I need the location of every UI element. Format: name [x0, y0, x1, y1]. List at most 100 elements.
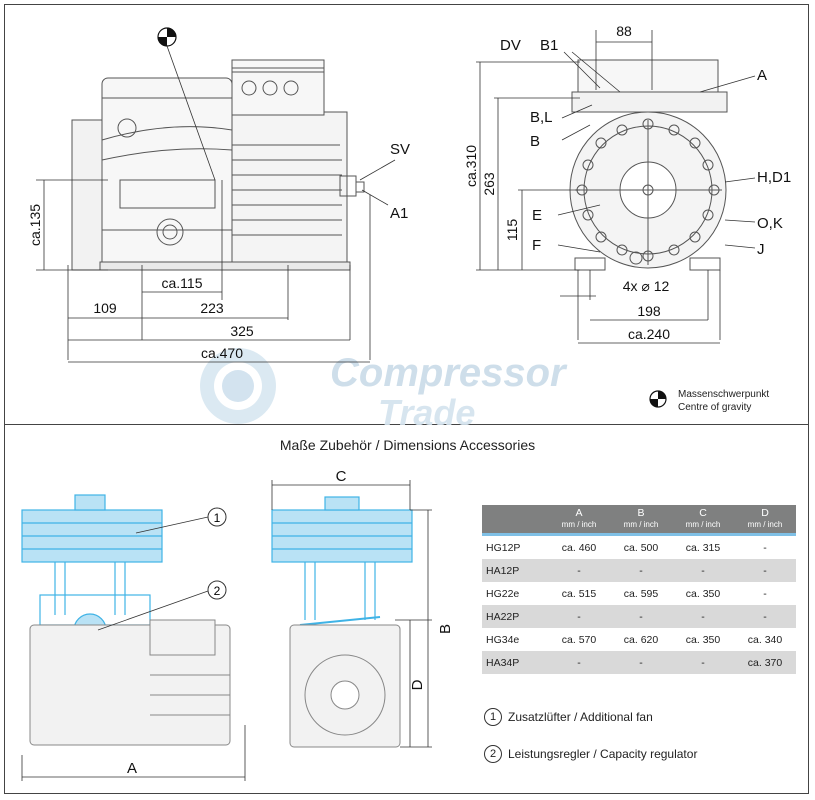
table-cell-d: ca. 340 [747, 633, 783, 646]
table-header-b-label: B [637, 507, 645, 519]
table-cell-b: - [610, 559, 672, 582]
label-f: F [532, 237, 541, 254]
table-cell-d: - [734, 605, 796, 628]
centre-of-gravity-marker [157, 27, 216, 181]
label-a1: A1 [390, 205, 408, 222]
table-cell-b: ca. 620 [623, 633, 659, 646]
table-cell-c: ca. 350 [685, 587, 721, 600]
table-cell-c: - [672, 605, 734, 628]
cog-legend: Massenschwerpunkt Centre of gravity [678, 388, 769, 414]
accessory-front-compressor [289, 624, 401, 748]
table-cell-model: HG34e [486, 633, 520, 646]
table-cell-model: HA12P [482, 559, 548, 582]
dim-ca115: ca.115 [162, 275, 203, 291]
accessory-side-view [21, 494, 163, 647]
table-cell-d: ca. 370 [734, 651, 796, 674]
front-view-compressor [569, 59, 728, 271]
acc-label-c: C [336, 468, 347, 485]
table-header-c-unit: mm / inch [685, 520, 721, 529]
dim-88: 88 [616, 23, 632, 39]
label-b-l: B,L [530, 109, 553, 126]
watermark-text-1: Compressor [330, 351, 568, 395]
callout-1: 1 [214, 511, 221, 525]
watermark-text-2: Trade [378, 392, 475, 425]
legend-text-1: Zusatzlüfter / Additional fan [508, 710, 653, 724]
table-row: HA22P - - - - [482, 605, 796, 628]
callout-2: 2 [214, 584, 221, 598]
label-h-d1: H,D1 [757, 169, 791, 186]
table-row: HG12P ca. 460 ca. 500 ca. 315 - [482, 533, 796, 559]
acc-label-a: A [127, 760, 137, 777]
table-header-a-label: A [575, 507, 583, 519]
dim-ca240: ca.240 [628, 326, 670, 342]
legend-item-capacity-regulator: 2 Leistungsregler / Capacity regulator [484, 745, 697, 763]
table-cell-model: HA22P [482, 605, 548, 628]
table-cell-c: ca. 315 [672, 533, 734, 559]
dim-holes: 4x ⌀ 12 [623, 278, 670, 294]
label-b: B [530, 133, 540, 150]
outer-frame [4, 4, 809, 794]
table-row: HA12P - - - - [482, 559, 796, 582]
table-cell-a: - [548, 559, 610, 582]
table-row: HG34e ca. 570 ca. 620 ca. 350 ca. 340 [482, 628, 796, 651]
callout-2-circle [207, 580, 227, 600]
label-e: E [532, 207, 542, 224]
acc-label-d: D [409, 679, 426, 690]
table-cell-b: ca. 595 [623, 587, 659, 600]
table-cell-a: ca. 570 [561, 633, 597, 646]
table-header-d-label: D [761, 507, 769, 519]
table-cell-d: - [763, 587, 767, 600]
table-row: HA34P - - - ca. 370 [482, 651, 796, 674]
accessories-drawing: A 1 2 C B D [21, 468, 454, 781]
label-b1: B1 [540, 37, 558, 54]
dim-115: 115 [504, 219, 520, 242]
table-header-d-unit: mm / inch [747, 520, 783, 529]
table-header-a-unit: mm / inch [561, 520, 597, 529]
legend-item-additional-fan: 1 Zusatzlüfter / Additional fan [484, 708, 653, 726]
label-j: J [757, 241, 765, 258]
table-cell-model: HG22e [486, 587, 520, 600]
table-cell-b: ca. 500 [610, 533, 672, 559]
label-dv: DV [500, 37, 521, 54]
label-sv: SV [390, 141, 410, 158]
table-cell-c: - [672, 651, 734, 674]
table-cell-c: ca. 350 [685, 633, 721, 646]
cog-legend-en: Centre of gravity [678, 402, 752, 413]
table-cell-a: ca. 460 [548, 533, 610, 559]
front-view-dimension-lines [476, 30, 756, 344]
table-cell-b: - [610, 651, 672, 674]
dim-263: 263 [481, 172, 497, 196]
accessory-side-compressor [29, 619, 231, 746]
accessory-side-dims [21, 516, 246, 781]
table-cell-a: ca. 515 [561, 587, 597, 600]
callout-1-circle [207, 507, 227, 527]
side-view-compressor [71, 59, 365, 271]
table-cell-d: - [734, 533, 796, 559]
table-cell-model: HG12P [482, 533, 548, 559]
table-cell-a: - [548, 651, 610, 674]
table-cell-c: - [672, 559, 734, 582]
table-header-b-unit: mm / inch [623, 520, 659, 529]
dim-ca470: ca.470 [201, 345, 243, 361]
section-divider [4, 424, 809, 425]
table-header-model [482, 505, 548, 535]
label-o-k: O,K [757, 215, 783, 232]
dim-ca310: ca.310 [463, 145, 479, 187]
table-cell-d: - [734, 559, 796, 582]
side-view-dimension-lines [36, 159, 396, 363]
table-header-c-label: C [699, 507, 707, 519]
legend-num-2: 2 [484, 745, 502, 763]
watermark: Compressor Trade [200, 348, 568, 425]
legend-num-1: 1 [484, 708, 502, 726]
dim-109: 109 [93, 300, 117, 316]
table-cell-b: - [610, 605, 672, 628]
table-row: HG22e ca. 515 ca. 595 ca. 350 - [482, 582, 796, 605]
accessory-front-view [271, 496, 413, 626]
table-cell-a: - [548, 605, 610, 628]
dim-325: 325 [230, 323, 254, 339]
legend-text-2: Leistungsregler / Capacity regulator [508, 747, 698, 761]
dim-ca135: ca.135 [27, 204, 43, 246]
